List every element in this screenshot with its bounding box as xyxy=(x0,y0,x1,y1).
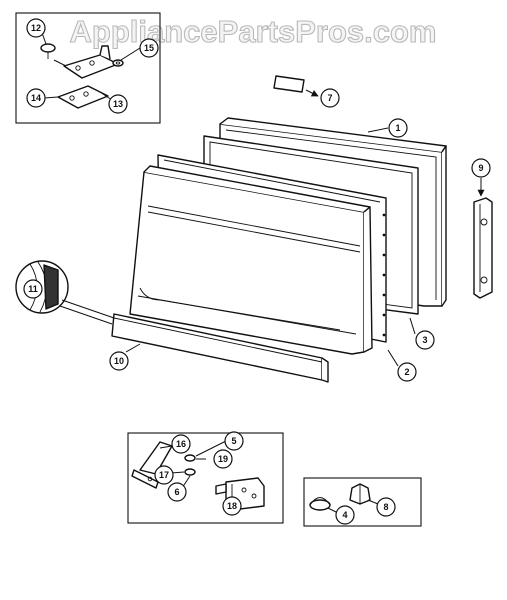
callout-8: 8 xyxy=(376,497,396,517)
callout-3: 3 xyxy=(415,330,435,350)
latch-washer-part xyxy=(184,454,196,462)
callout-11-label: 11 xyxy=(28,284,38,294)
callout-9: 9 xyxy=(471,158,491,178)
door-handle-part xyxy=(473,178,493,299)
callout-1: 1 xyxy=(388,118,408,138)
callout-13: 13 xyxy=(108,94,128,114)
callout-4-label: 4 xyxy=(342,510,347,520)
callout-12: 12 xyxy=(26,18,46,38)
callout-19: 19 xyxy=(213,449,233,469)
callout-5-label: 5 xyxy=(231,436,236,446)
callout-5: 5 xyxy=(224,431,244,451)
callout-18: 18 xyxy=(222,496,242,516)
callout-11: 11 xyxy=(23,279,43,299)
door-stop-part xyxy=(349,483,371,505)
callout-6-label: 6 xyxy=(174,487,179,497)
hinge-screw-part xyxy=(40,43,56,59)
callout-2: 2 xyxy=(397,362,417,382)
hinge-washer-part xyxy=(112,59,124,67)
callout-13-label: 13 xyxy=(113,99,123,109)
bumper-cap-part xyxy=(309,497,331,511)
callout-2-label: 2 xyxy=(404,367,409,377)
callout-3-label: 3 xyxy=(422,335,427,345)
callout-15: 15 xyxy=(139,38,159,58)
latch-spacer-part xyxy=(184,468,196,476)
callout-7-label: 7 xyxy=(327,93,332,103)
callout-10-label: 10 xyxy=(114,356,124,366)
stop-bumper-inset-frame xyxy=(303,477,422,527)
watermark-text: AppliancePartsPros.com xyxy=(70,14,437,49)
door-bar-trim-part xyxy=(111,313,329,383)
upper-hinge-plate-part xyxy=(63,45,119,79)
callout-6: 6 xyxy=(167,482,187,502)
callout-18-label: 18 xyxy=(227,501,237,511)
latch-inset-frame xyxy=(127,432,284,524)
latch-strike-part xyxy=(131,469,159,489)
callout-14: 14 xyxy=(26,88,46,108)
stop-bumper-inset xyxy=(303,477,422,527)
callout-7: 7 xyxy=(320,88,340,108)
callout-14-label: 14 xyxy=(31,93,41,103)
callout-10: 10 xyxy=(109,351,129,371)
callout-17: 17 xyxy=(154,465,174,485)
callout-17-label: 17 xyxy=(159,470,169,480)
callout-9-label: 9 xyxy=(478,163,483,173)
callout-12-label: 12 xyxy=(31,23,41,33)
hinge-inset-frame xyxy=(15,12,161,124)
callout-15-label: 15 xyxy=(144,43,154,53)
callout-19-label: 19 xyxy=(218,454,228,464)
liner-edge-dots xyxy=(382,213,386,337)
callout-1-label: 1 xyxy=(395,123,400,133)
latch-inset xyxy=(127,432,284,524)
callout-16-label: 16 xyxy=(176,439,186,449)
trim-strip-part xyxy=(273,75,319,97)
lower-hinge-plate-part xyxy=(57,85,109,109)
callout-8-label: 8 xyxy=(383,502,388,512)
callout-16: 16 xyxy=(171,434,191,454)
door-shelf-bin-part xyxy=(129,165,373,355)
callout-4: 4 xyxy=(335,505,355,525)
hinge-inset xyxy=(15,12,161,124)
